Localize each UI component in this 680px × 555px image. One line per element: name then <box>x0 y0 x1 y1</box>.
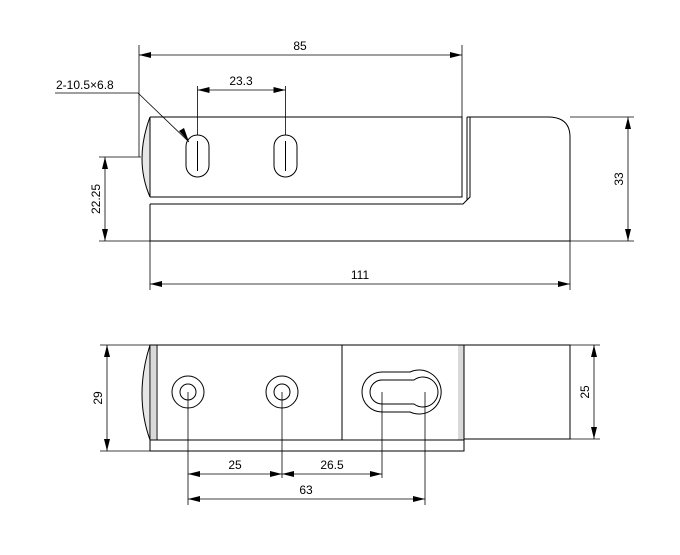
dim-25-label: 25 <box>228 458 242 472</box>
dim-22-25-label: 22.25 <box>89 184 103 214</box>
arrowhead <box>270 471 282 477</box>
dim-29-label: 29 <box>91 391 105 405</box>
arrowhead <box>104 345 110 357</box>
base-plate-outline <box>149 116 571 242</box>
dim-26-5-label: 26.5 <box>320 458 344 472</box>
arrowhead <box>273 87 286 93</box>
arrowhead <box>450 52 462 58</box>
upper-body-outline <box>150 116 463 198</box>
top-view: 85 23.3 2-10.5×6.8 22.25 33 111 <box>55 39 634 290</box>
arrowhead <box>625 117 631 129</box>
arrowhead <box>188 471 200 477</box>
bottom-body-outline <box>149 344 465 452</box>
arrowhead <box>104 439 110 451</box>
nose-curve <box>141 116 151 198</box>
arrowhead <box>282 471 294 477</box>
arrowhead <box>102 157 108 169</box>
arrowhead <box>413 496 425 502</box>
right-block <box>463 344 571 440</box>
arrowhead <box>370 471 382 477</box>
arrowhead <box>197 87 210 93</box>
slot-callout-label: 2-10.5×6.8 <box>56 78 114 92</box>
arrowhead <box>179 128 189 142</box>
dim-23-3-label: 23.3 <box>229 74 253 88</box>
right-edge-shading <box>458 345 464 440</box>
dim-63-label: 63 <box>299 483 313 497</box>
arrowhead <box>591 427 597 439</box>
base-step <box>150 117 471 205</box>
arrowhead <box>139 52 151 58</box>
arrowhead <box>591 345 597 357</box>
dim-85-label: 85 <box>293 39 307 53</box>
arrowhead <box>188 496 200 502</box>
slot-callout-leader <box>55 92 190 143</box>
keyhole-outer <box>361 369 442 415</box>
left-edge-shading <box>151 345 156 440</box>
arrowhead <box>558 281 570 287</box>
dim-33-label: 33 <box>612 172 626 186</box>
arrowhead <box>102 229 108 241</box>
arrowhead <box>625 229 631 241</box>
bottom-view: 29 25 25 26.5 63 <box>91 344 600 505</box>
arrowhead <box>150 281 162 287</box>
dim-25r-label: 25 <box>578 385 592 399</box>
keyhole-inner <box>369 376 439 408</box>
dim-111-label: 111 <box>351 268 370 282</box>
nose-curve-bottom <box>141 344 151 441</box>
